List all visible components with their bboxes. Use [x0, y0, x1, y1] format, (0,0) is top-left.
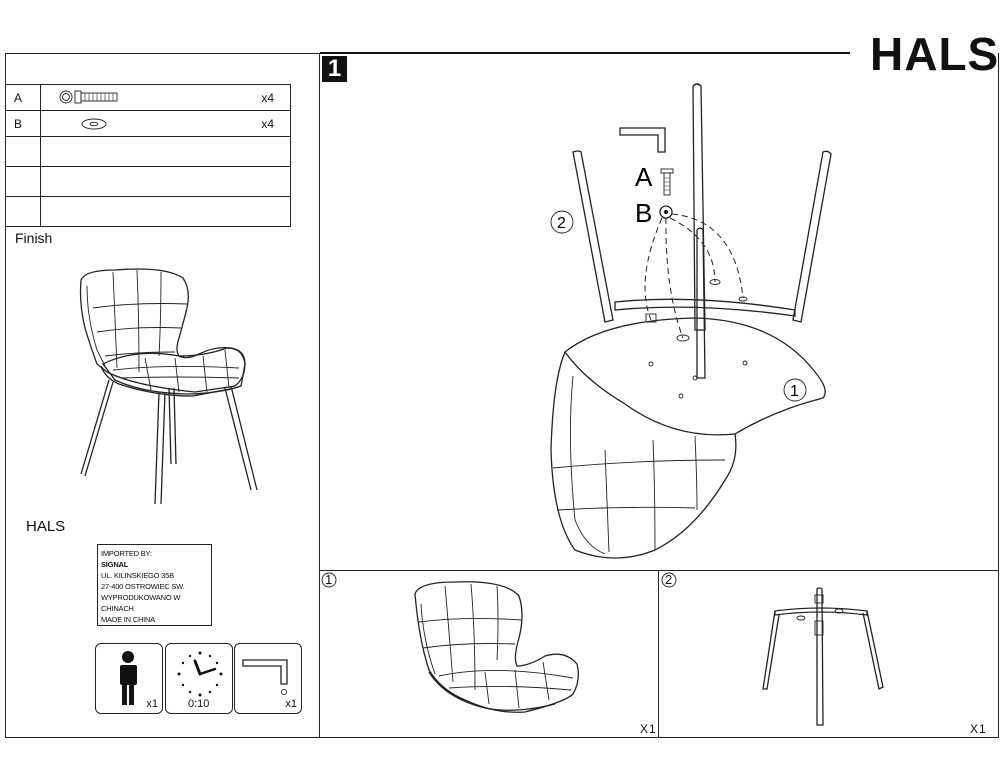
parts-row: B x4: [5, 110, 291, 137]
part-cell: [40, 196, 291, 227]
callout-circle: [321, 572, 337, 588]
frame-part-illustration: [762, 587, 884, 726]
importer-label: IMPORTED BY: SIGNAL UL. KILINSKIEGO 35B …: [97, 544, 212, 626]
parts-row: [5, 196, 291, 227]
importer-line: WYPRODUKOWANO W CHINACH: [101, 593, 181, 613]
subpanel-split: [658, 570, 660, 738]
allen-key-icon: [242, 659, 288, 696]
callout-circle: [661, 572, 677, 588]
importer-line: MADE IN CHINA: [101, 615, 156, 624]
callout-seat: 1: [790, 383, 799, 400]
part-cell: [40, 166, 291, 197]
part-letter: [5, 136, 41, 167]
part-qty: x4: [261, 91, 274, 105]
part-letter: B: [5, 110, 41, 137]
importer-line: 27-400 OSTROWIEC SW.: [101, 582, 185, 591]
part-letter: [5, 166, 41, 197]
subpanel-number-text: 1: [325, 572, 333, 587]
part-cell: [40, 136, 291, 167]
importer-company: SIGNAL: [101, 560, 129, 569]
parts-row: [5, 136, 291, 167]
part-letter: A: [5, 84, 41, 111]
persons-required-box: x1: [95, 643, 163, 714]
header-rule: [320, 52, 850, 54]
finished-chair-illustration: [79, 268, 258, 505]
assembly-time-box: 0:10: [165, 643, 233, 714]
part-cell: x4: [40, 84, 291, 111]
person-icon: [120, 651, 137, 705]
callout-frame-circle: [550, 210, 574, 234]
parts-row: [5, 166, 291, 197]
importer-line: IMPORTED BY:: [101, 549, 152, 558]
clock-icon: [177, 651, 223, 697]
subpanel-number-text: 2: [665, 572, 673, 587]
washer-icon: [659, 205, 673, 219]
part-letter: [5, 196, 41, 227]
tool-required-box: x1: [234, 643, 302, 714]
persons-count: x1: [146, 698, 158, 710]
parts-row: A x4: [5, 84, 291, 111]
allen-key-icon: [619, 127, 666, 153]
seat-part-illustration: [414, 581, 579, 713]
callout-frame: 2: [557, 215, 566, 232]
assembly-time: 0:10: [188, 698, 210, 710]
washer-icon: [81, 118, 107, 130]
bolt-icon: [59, 90, 118, 104]
brand-title: HALS: [870, 28, 1000, 80]
finish-label: Finish: [15, 230, 53, 246]
tool-count: x1: [285, 698, 297, 710]
frame-top-rule: [5, 53, 320, 55]
part-qty: x4: [261, 117, 274, 131]
subpanel-qty: X1: [970, 722, 987, 736]
main-assembly-diagram: A B 2 1: [550, 83, 832, 559]
callout-seat-circle: [783, 378, 807, 402]
step-number-badge: 1: [322, 56, 347, 82]
label-washer: B: [635, 198, 652, 228]
label-bolt: A: [635, 162, 653, 192]
subpanel-qty: X1: [640, 722, 657, 736]
product-name: HALS: [26, 518, 66, 535]
part-cell: x4: [40, 110, 291, 137]
page-frame: [5, 53, 999, 738]
bolt-icon: [660, 168, 674, 196]
parts-table: A x4 B x4: [5, 84, 291, 227]
importer-line: UL. KILINSKIEGO 35B: [101, 571, 174, 580]
column-divider: [319, 53, 321, 738]
